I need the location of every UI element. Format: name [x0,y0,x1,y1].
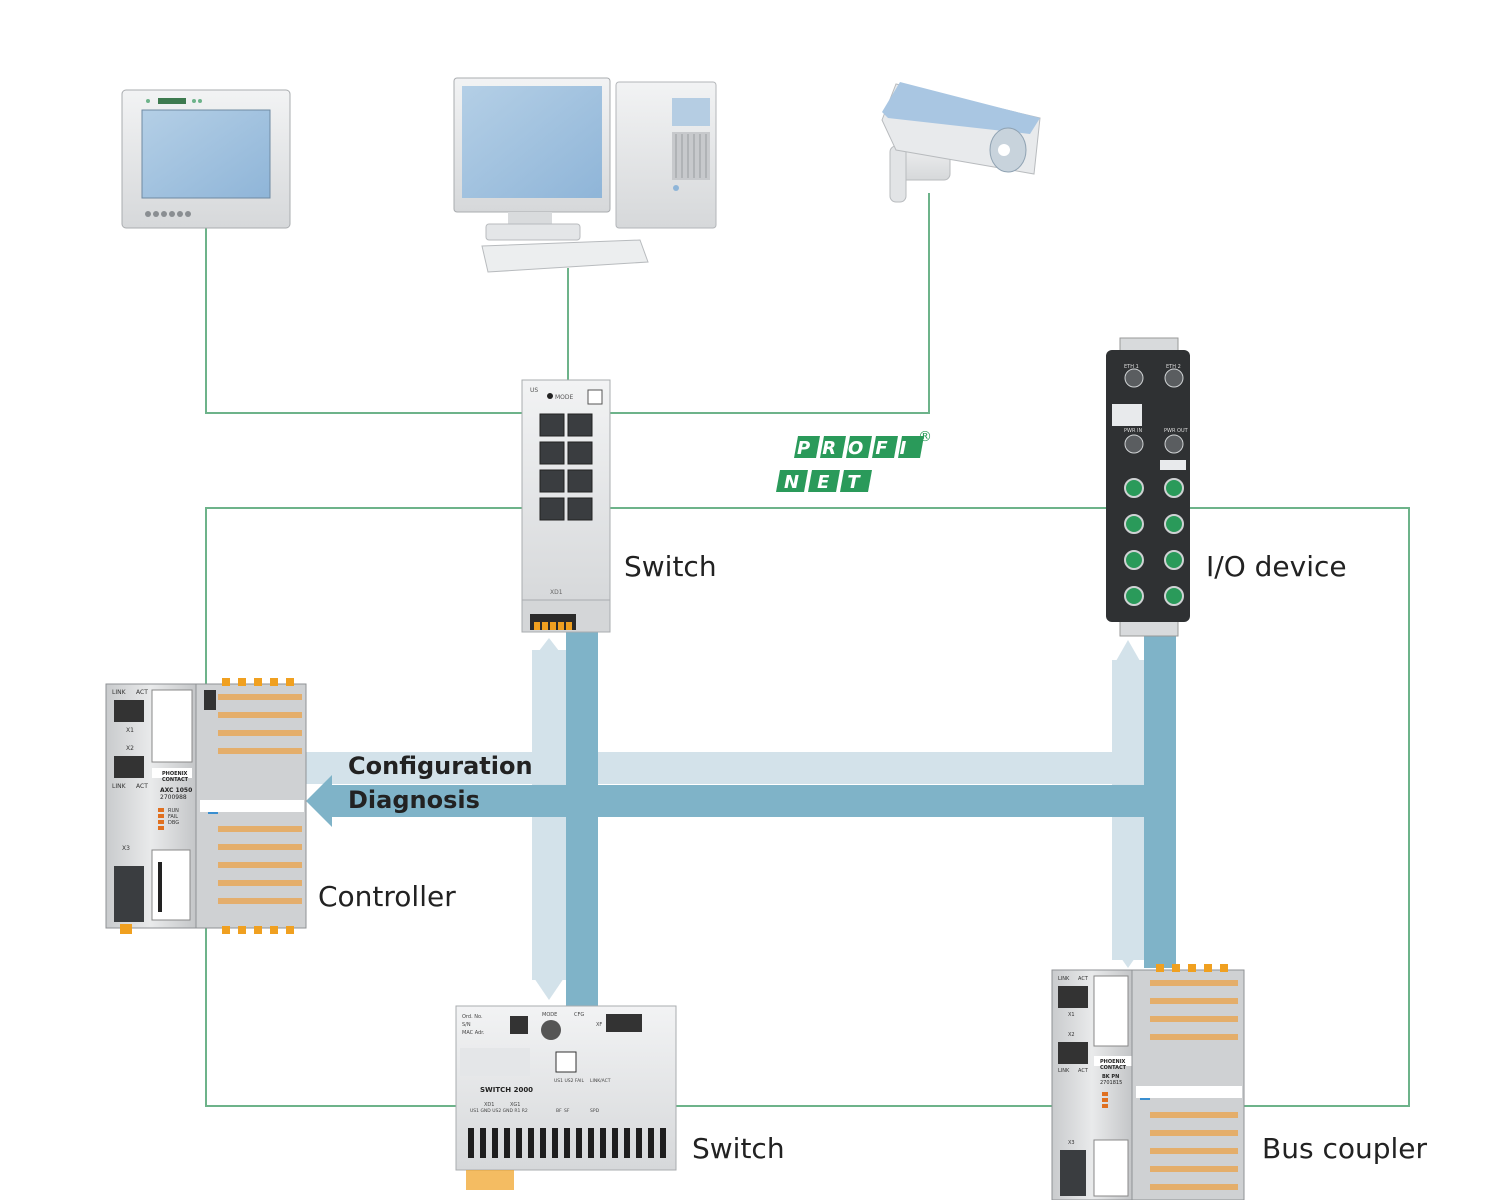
switch-bottom-us: US1 US2 FAIL [554,1078,584,1084]
switch-bottom-mode: MODE [542,1012,557,1018]
switch-bottom-xd1: XD1 [484,1102,494,1108]
coupler-brand-1: PHOENIX [1100,1059,1126,1065]
profinet-logo: PROFI NET ® [776,429,932,493]
controller-model: AXC 1050 [160,787,192,794]
switch-bottom-spd: SPD [590,1108,600,1114]
profinet-logo-boxes [776,436,924,492]
controller-act-label-2: ACT [136,783,148,790]
coupler-act-label-2: ACT [1078,1068,1089,1074]
switch-bottom-ord: Ord. No. [462,1014,483,1020]
switch-bottom-linkact: LINK/ACT [590,1078,611,1084]
io-pwr-out-label: PWR OUT [1164,428,1189,434]
coupler-brand-2: CONTACT [1100,1065,1127,1071]
coupler-model: BK PN [1102,1074,1119,1080]
diagnosis-label: Diagnosis [348,786,480,814]
cable-hmi-to-switch [205,228,524,414]
io-device-icon: ETH 1 ETH 2 PWR IN PWR OUT [1106,337,1190,637]
controller-fail-label: FAIL [168,814,178,820]
io-device-label: I/O device [1206,550,1347,583]
controller-link-label-2: LINK [112,783,127,790]
switch-bottom-sn: S/N [462,1022,471,1028]
coupler-part-no: 2701815 [1100,1080,1122,1086]
coupler-x2-label: X2 [1068,1032,1075,1038]
switch-top-mode: MODE [555,394,574,401]
switch-top-us: US [530,387,538,394]
controller-label: Controller [318,880,456,913]
io-pwr-in-label: PWR IN [1124,428,1142,434]
controller-dbg-label: DBG [168,820,179,826]
controller-brand-1: PHOENIX [162,771,188,777]
switch-bottom-bf: BF [556,1108,562,1114]
controller-run-label: RUN [168,808,179,814]
cable-camera-to-switch [610,193,930,414]
switch-bottom-xf: XF [596,1022,602,1028]
profinet-logo-line1: PROFI [797,438,918,459]
controller-part-no: 2700988 [160,794,187,801]
io-eth1-label: ETH 1 [1124,364,1139,370]
switch-bottom-sf: SF [564,1108,570,1114]
coupler-link-label-2: LINK [1058,1068,1070,1074]
coupler-x1-label: X1 [1068,1012,1075,1018]
controller-x2-label: X2 [126,745,134,752]
switch-bottom-vents [468,1128,666,1158]
switch-bottom-cfg: CFG [574,1012,584,1018]
dataflow-diagnosis [306,632,1176,1008]
controller-link-label: LINK [112,689,127,696]
io-eth2-label: ETH 2 [1166,364,1181,370]
ethernet-cables [205,193,1410,1107]
cable-controller-to-switch-bottom [205,928,456,1107]
switch-top-icon: US MODE XD1 [521,379,611,633]
controller-icon: LINK ACT X1 X2 LINK ACT PHOENIX CONTACT … [105,678,307,934]
controller-x3-label: X3 [122,845,130,852]
controller-x1-label: X1 [126,727,134,734]
diagnosis-arrowhead [306,775,332,827]
dataflow-configuration [306,638,1144,1000]
cable-switch-to-controller [205,507,524,684]
controller-brand-2: CONTACT [162,777,189,783]
coupler-link-label: LINK [1058,976,1070,982]
bus-coupler-label: Bus coupler [1262,1132,1428,1165]
ip-camera-icon [881,82,1041,203]
switch-bottom-label: Switch [692,1132,785,1165]
switch-top-label: Switch [624,550,717,583]
switch-bottom-mac: MAC Adr. [462,1030,485,1036]
hmi-panel-icon [121,89,291,229]
io-m12-sockets [1124,478,1184,606]
profinet-logo-line2: NET [784,472,878,493]
coupler-act-label: ACT [1078,976,1089,982]
registered-mark: ® [918,429,932,445]
switch-bottom-pins: US1 GND US2 GND R1 R2 [470,1108,528,1114]
switch-top-ports [539,413,593,521]
controller-act-label: ACT [136,689,148,696]
switch-bottom-model: SWITCH 2000 [480,1086,533,1094]
coupler-io-terminals [1156,964,1228,972]
switch-top-connector: XD1 [550,589,563,596]
switch-bottom-xg1: XG1 [510,1102,520,1108]
desktop-pc-icon [453,77,717,273]
switch-bottom-icon: Ord. No. S/N MAC Adr. MODE CFG XF SWITCH… [455,1005,677,1190]
bus-coupler-icon: LINK ACT X1 X2 LINK ACT PHOENIX CONTACT … [1051,964,1245,1200]
configuration-label: Configuration [348,752,533,780]
controller-io-terminals [222,678,294,934]
cable-io-device-ring [1190,507,1410,1107]
coupler-x3-label: X3 [1068,1140,1075,1146]
